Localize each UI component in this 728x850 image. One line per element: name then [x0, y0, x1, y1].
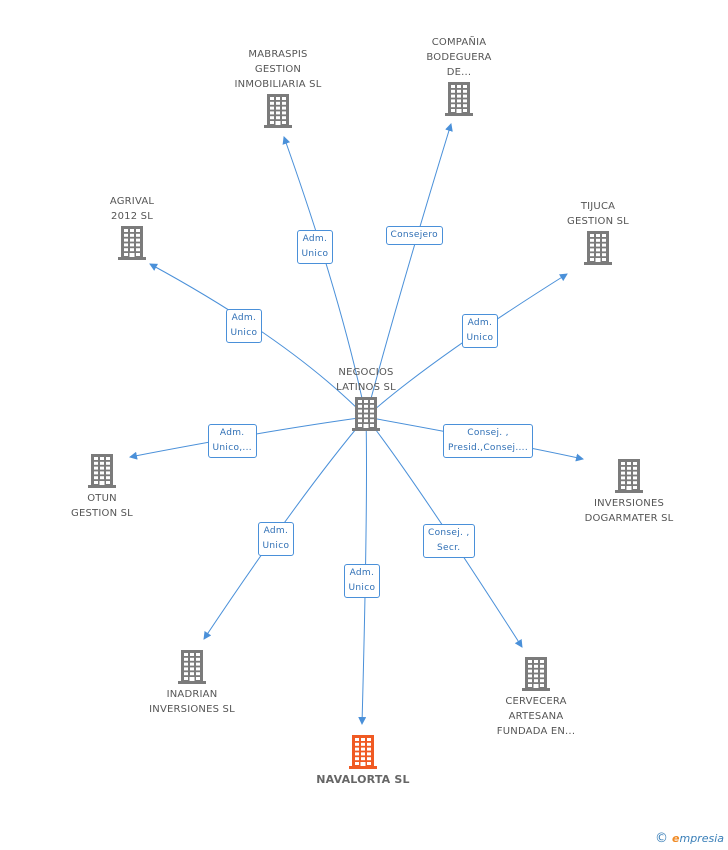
building-icon	[614, 457, 644, 493]
relation-label[interactable]: Consej. , Presid.,Consej....	[443, 424, 533, 458]
company-node-navalorta[interactable]: NAVALORTA SL	[273, 733, 453, 787]
company-label: TIJUCA GESTION SL	[567, 201, 629, 227]
building-icon	[263, 92, 293, 128]
building-icon	[521, 655, 551, 691]
company-node-cervecera[interactable]: CERVECERA ARTESANA FUNDADA EN...	[446, 655, 626, 739]
company-label: COMPAÑIA BODEGUERA DE...	[426, 37, 492, 78]
relation-label[interactable]: Adm. Unico	[296, 230, 334, 264]
relation-label[interactable]: Adm. Unico	[225, 309, 263, 343]
company-label: OTUN GESTION SL	[71, 493, 133, 519]
relation-edge	[149, 263, 367, 418]
brand-footer: © empresia	[655, 831, 724, 846]
company-label: NEGOCIOS LATINOS SL	[336, 367, 396, 393]
building-icon	[348, 733, 378, 769]
company-label: NAVALORTA SL	[316, 773, 410, 786]
company-node-agrival[interactable]: AGRIVAL 2012 SL	[42, 194, 222, 260]
relation-edge	[365, 123, 453, 418]
relation-label[interactable]: Consejero	[385, 225, 443, 245]
copyright-symbol: ©	[655, 831, 669, 846]
relation-edge	[282, 136, 367, 418]
company-label: INVERSIONES DOGARMATER SL	[584, 498, 674, 524]
brand-logo[interactable]: empresia	[672, 832, 724, 845]
relation-edge	[358, 416, 367, 725]
company-node-mabraspis[interactable]: MABRASPIS GESTION INMOBILIARIA SL	[188, 47, 368, 128]
building-icon	[87, 452, 117, 488]
relation-label[interactable]: Adm. Unico	[257, 522, 295, 556]
company-node-inadrian[interactable]: INADRIAN INVERSIONES SL	[102, 648, 282, 717]
company-node-inversiones-dogarmater[interactable]: INVERSIONES DOGARMATER SL	[539, 457, 719, 526]
company-node-otun[interactable]: OTUN GESTION SL	[12, 452, 192, 521]
center-company-node[interactable]: NEGOCIOS LATINOS SL	[276, 365, 456, 431]
company-label: AGRIVAL 2012 SL	[109, 196, 155, 222]
relation-edge	[365, 273, 568, 418]
company-label: CERVECERA ARTESANA FUNDADA EN...	[496, 696, 576, 737]
company-label: MABRASPIS GESTION INMOBILIARIA SL	[234, 49, 322, 90]
relation-label[interactable]: Adm. Unico	[343, 564, 381, 598]
relation-edge	[365, 416, 523, 648]
relation-edge	[203, 416, 367, 640]
relation-label[interactable]: Adm. Unico,...	[207, 424, 257, 458]
relation-label[interactable]: Consej. , Secr.	[423, 524, 475, 558]
building-icon	[177, 648, 207, 684]
company-node-compania[interactable]: COMPAÑIA BODEGUERA DE...	[369, 35, 549, 116]
building-icon	[444, 80, 474, 116]
building-icon	[117, 224, 147, 260]
building-icon	[351, 395, 381, 431]
relation-label[interactable]: Adm. Unico	[461, 314, 499, 348]
building-icon	[583, 229, 613, 265]
relation-edge	[129, 416, 367, 460]
company-label: INADRIAN INVERSIONES SL	[149, 689, 235, 715]
company-node-tijuca[interactable]: TIJUCA GESTION SL	[508, 199, 688, 265]
